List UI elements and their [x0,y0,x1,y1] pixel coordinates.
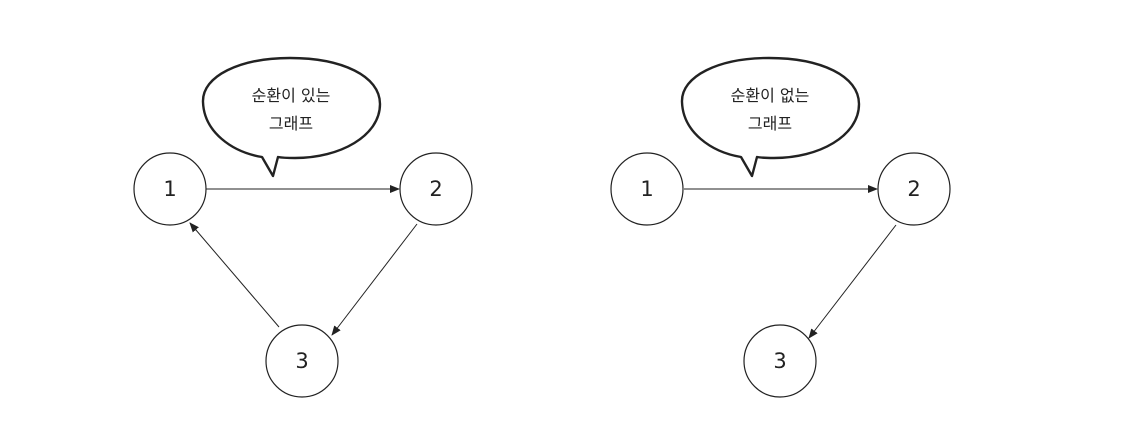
cyclic-node-1: 1 [133,152,207,226]
acyclic-graph-caption-line2: 그래프 [748,114,792,133]
cyclic-node-2-label: 2 [429,177,442,201]
acyclic-node-2: 2 [877,152,951,226]
acyclic-node-3: 3 [743,324,817,398]
acyclic-graph: 순환이 없는 그래프 1 2 3 [610,56,951,398]
cyclic-edge-3-to-1 [189,222,280,328]
acyclic-node-1-label: 1 [640,177,653,201]
acyclic-node-2-label: 2 [907,177,920,201]
cyclic-edge-2-to-3 [331,223,418,336]
cyclic-graph-speech-bubble: 순환이 있는 그래프 [201,56,382,178]
acyclic-node-3-label: 3 [773,349,786,373]
cyclic-graph-caption-line1: 순환이 있는 [252,86,331,105]
cyclic-graph-caption-line2: 그래프 [269,114,313,133]
acyclic-edge-2-to-3 [808,224,897,339]
acyclic-node-1: 1 [610,152,684,226]
acyclic-graph-speech-bubble: 순환이 없는 그래프 [680,56,861,178]
cyclic-node-3: 3 [265,324,339,398]
cyclic-graph: 순환이 있는 그래프 1 2 3 [133,56,473,398]
cyclic-node-2: 2 [399,152,473,226]
cyclic-node-1-label: 1 [163,177,176,201]
acyclic-graph-caption-line1: 순환이 없는 [731,86,810,105]
cyclic-node-3-label: 3 [295,349,308,373]
